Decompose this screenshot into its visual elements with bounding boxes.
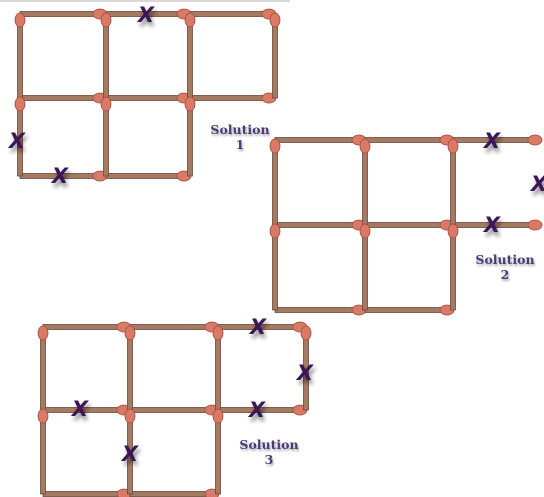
matchstick-5 [190,93,276,103]
solution-1-label: Solution 1 [205,122,275,152]
removed-match-x-mark: X [482,129,502,153]
matchstick-36 [130,489,219,497]
solution-1-number: 1 [205,137,275,152]
matchstick-16 [365,135,454,145]
removed-match-x-mark: X [70,397,90,421]
matchstick-7 [106,171,191,181]
removed-match-x-mark: X [50,164,70,188]
matchstick-27 [360,224,370,310]
matchstick-15 [275,135,366,145]
matchstick-43 [213,409,223,494]
removed-match-x-mark: X [136,3,156,27]
matchstick-21 [275,305,366,315]
matchstick-30 [130,322,219,332]
removed-match-x-mark: X [120,442,140,466]
matchstick-4 [106,93,191,103]
matchstick-10 [185,13,195,98]
removed-match-x-mark: X [248,315,268,339]
removed-match-x-mark: X [482,213,502,237]
matchstick-38 [125,326,135,410]
matchstick-24 [360,139,370,225]
matchstick-0 [20,9,107,19]
removed-match-x-mark: X [295,361,315,385]
solution-3-label: Solution 3 [234,437,304,467]
matchstick-8 [15,13,25,98]
solution-2-number: 2 [470,267,540,282]
solution-2-label: Solution 2 [470,252,540,282]
matchstick-29 [43,322,131,332]
matchstick-9 [101,13,111,98]
matchstick-19 [365,220,454,230]
matchstick-33 [130,405,219,415]
matchstick-25 [448,139,458,225]
matchstick-37 [38,326,48,410]
matchstick-41 [38,409,48,494]
matchstick-2 [190,9,276,19]
solution-1-title: Solution [205,122,275,137]
removed-match-x-mark: X [247,398,267,422]
matchstick-35 [43,489,131,497]
matchstick-39 [213,326,223,410]
matchstick-26 [270,224,280,310]
matchstick-13 [101,97,111,176]
solution-3-number: 3 [234,452,304,467]
matchstick-11 [270,13,280,98]
matchstick-18 [275,220,366,230]
removed-match-x-mark: X [529,172,544,196]
removed-match-x-mark: X [7,129,27,153]
matchstick-14 [185,97,195,176]
matchstick-28 [448,224,458,310]
matchstick-3 [20,93,107,103]
solution-2-title: Solution [470,252,540,267]
solution-3-title: Solution [234,437,304,452]
matchstick-22 [365,305,454,315]
